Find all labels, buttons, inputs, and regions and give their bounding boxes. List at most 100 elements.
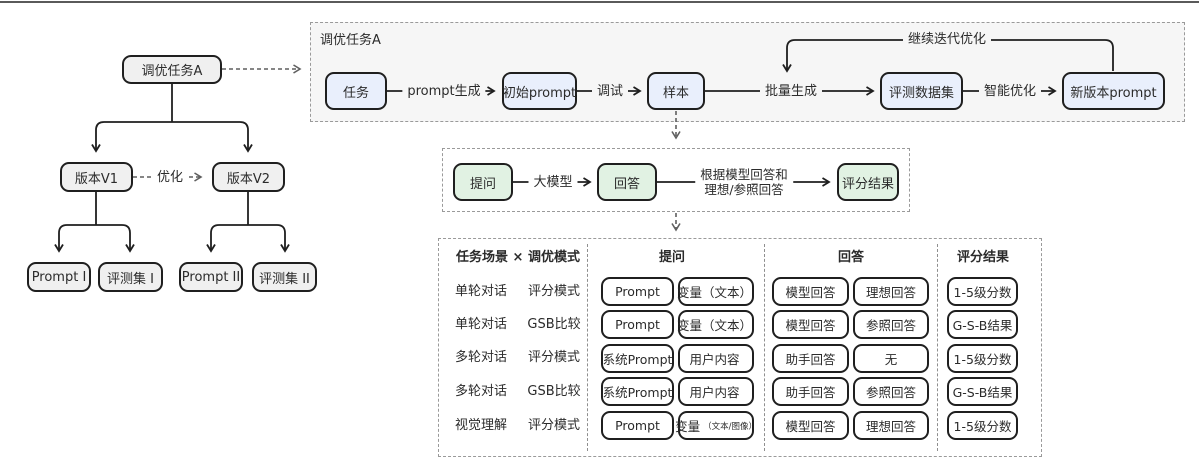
cell-answer-1: 助手回答 bbox=[772, 344, 849, 373]
flow-node-eval-dataset: 评测数据集 bbox=[880, 72, 963, 110]
row-mode: 评分模式 bbox=[527, 350, 581, 366]
cell-answer-1: 助手回答 bbox=[772, 377, 849, 406]
table-header-question: 提问 bbox=[658, 250, 686, 266]
cell-label: 无 bbox=[884, 352, 898, 367]
cell-label: G-S-B结果 bbox=[952, 318, 1013, 333]
tuning-task-container-title: 调优任务A bbox=[320, 33, 381, 48]
cell-label: 1-5级分数 bbox=[953, 352, 1012, 367]
edge-label-judge-line1: 根据模型回答和 bbox=[700, 167, 788, 182]
row-scene: 视觉理解 bbox=[454, 418, 508, 434]
table-header-scene-mode: 任务场景 × 调优模式 bbox=[456, 250, 580, 266]
eval-node-score: 评分结果 bbox=[837, 163, 899, 201]
edge-label-judge-line2: 理想/参照回答 bbox=[704, 182, 784, 197]
feedback-loop-label: 继续迭代优化 bbox=[902, 32, 992, 48]
cell-label: 助手回答 bbox=[785, 385, 836, 400]
flow-node-new-prompt: 新版本prompt bbox=[1062, 72, 1165, 110]
cell-question-2: 变量（文本） bbox=[677, 277, 754, 306]
cell-answer-2: 无 bbox=[853, 344, 929, 373]
tree-node-evalset1: 评测集 I bbox=[98, 262, 163, 292]
flow-node-new-prompt-label: 新版本prompt bbox=[1070, 85, 1157, 101]
flow-node-init-prompt: 初始prompt bbox=[502, 72, 577, 110]
cell-answer-1: 模型回答 bbox=[772, 310, 849, 339]
edge-label-prompt-gen: prompt生成 bbox=[402, 84, 486, 100]
optimize-edge-label: 优化 bbox=[151, 170, 189, 186]
cell-result: 1-5级分数 bbox=[947, 277, 1018, 306]
page-top-divider bbox=[0, 1, 1199, 3]
cell-question-2: 用户内容 bbox=[678, 377, 754, 406]
cell-answer-2: 理想回答 bbox=[853, 411, 929, 440]
table-separator-3 bbox=[937, 244, 938, 451]
cell-label: Prompt bbox=[615, 418, 660, 433]
tree-node-prompt2: Prompt II bbox=[179, 262, 243, 292]
cell-label: 理想回答 bbox=[865, 285, 916, 300]
edge-label-batch-gen: 批量生成 bbox=[759, 84, 823, 100]
cell-result: 1-5级分数 bbox=[947, 344, 1018, 373]
tree-node-v1: 版本V1 bbox=[60, 162, 133, 192]
cell-question-1: 系统Prompt bbox=[601, 344, 674, 373]
cell-result: G-S-B结果 bbox=[947, 310, 1018, 339]
table-header-answer: 回答 bbox=[837, 250, 865, 266]
flow-node-task-label: 任务 bbox=[342, 85, 369, 101]
flow-node-task: 任务 bbox=[325, 72, 387, 110]
cell-note: （文本/图像） bbox=[703, 421, 757, 432]
tree-node-evalset1-label: 评测集 I bbox=[107, 271, 154, 287]
edge-label-debug: 调试 bbox=[591, 84, 629, 100]
tuning-task-container bbox=[310, 22, 1185, 122]
cell-answer-1: 模型回答 bbox=[772, 277, 849, 306]
row-mode: 评分模式 bbox=[527, 284, 581, 300]
cell-question-2: 变量（文本） bbox=[677, 310, 754, 339]
cell-label: Prompt bbox=[615, 284, 660, 299]
cell-label: 系统Prompt bbox=[602, 352, 673, 367]
eval-node-answer-label: 回答 bbox=[613, 176, 640, 192]
eval-node-question: 提问 bbox=[453, 163, 513, 201]
tree-node-prompt1-label: Prompt I bbox=[31, 269, 87, 285]
cell-label: 1-5级分数 bbox=[953, 285, 1012, 300]
row-mode: GSB比较 bbox=[527, 317, 581, 333]
cell-label: 模型回答 bbox=[785, 419, 836, 434]
tree-node-v1-label: 版本V1 bbox=[74, 171, 119, 187]
table-separator-1 bbox=[587, 244, 588, 451]
row-scene: 多轮对话 bbox=[454, 350, 508, 366]
cell-label: 变量 bbox=[675, 419, 701, 434]
table-separator-2 bbox=[764, 244, 765, 451]
cell-label: Prompt bbox=[615, 317, 660, 332]
tree-node-prompt1: Prompt I bbox=[27, 262, 91, 292]
row-mode: GSB比较 bbox=[527, 384, 581, 400]
eval-node-answer: 回答 bbox=[597, 163, 657, 201]
flow-node-sample: 样本 bbox=[647, 72, 705, 110]
cell-label: 模型回答 bbox=[785, 285, 836, 300]
tree-node-root: 调优任务A bbox=[122, 55, 222, 84]
flow-node-eval-dataset-label: 评测数据集 bbox=[888, 85, 954, 101]
cell-label: 用户内容 bbox=[689, 385, 740, 400]
row-mode: 评分模式 bbox=[527, 418, 581, 434]
tree-node-root-label: 调优任务A bbox=[141, 64, 203, 79]
cell-label: 变量（文本） bbox=[677, 318, 753, 333]
tree-node-evalset2: 评测集 II bbox=[252, 262, 317, 292]
cell-question-1: Prompt bbox=[601, 277, 674, 306]
cell-answer-2: 理想回答 bbox=[853, 277, 929, 306]
row-scene: 单轮对话 bbox=[454, 284, 508, 300]
cell-result: 1-5级分数 bbox=[947, 411, 1018, 440]
cell-question-2: 用户内容 bbox=[678, 344, 754, 373]
tree-node-v2-label: 版本V2 bbox=[226, 171, 271, 187]
cell-label: 理想回答 bbox=[865, 419, 916, 434]
cell-answer-1: 模型回答 bbox=[772, 411, 849, 440]
cell-question-1: Prompt bbox=[601, 411, 674, 440]
cell-result: G-S-B结果 bbox=[947, 377, 1018, 406]
edge-label-judge: 根据模型回答和 理想/参照回答 bbox=[695, 167, 793, 197]
eval-flow-container bbox=[442, 148, 910, 212]
cell-answer-2: 参照回答 bbox=[853, 377, 929, 406]
cell-label: 1-5级分数 bbox=[953, 419, 1012, 434]
table-header-score: 评分结果 bbox=[956, 250, 1010, 266]
cell-label: 助手回答 bbox=[785, 352, 836, 367]
flow-node-sample-label: 样本 bbox=[662, 85, 689, 101]
row-scene: 多轮对话 bbox=[454, 384, 508, 400]
flow-node-init-prompt-label: 初始prompt bbox=[502, 85, 577, 101]
cell-label: 变量（文本） bbox=[677, 285, 753, 300]
edge-label-model: 大模型 bbox=[528, 175, 578, 191]
cell-label: 系统Prompt bbox=[602, 385, 673, 400]
cell-label: 参照回答 bbox=[865, 385, 916, 400]
tree-node-evalset2-label: 评测集 II bbox=[259, 271, 310, 287]
cell-question-1: 系统Prompt bbox=[601, 377, 674, 406]
